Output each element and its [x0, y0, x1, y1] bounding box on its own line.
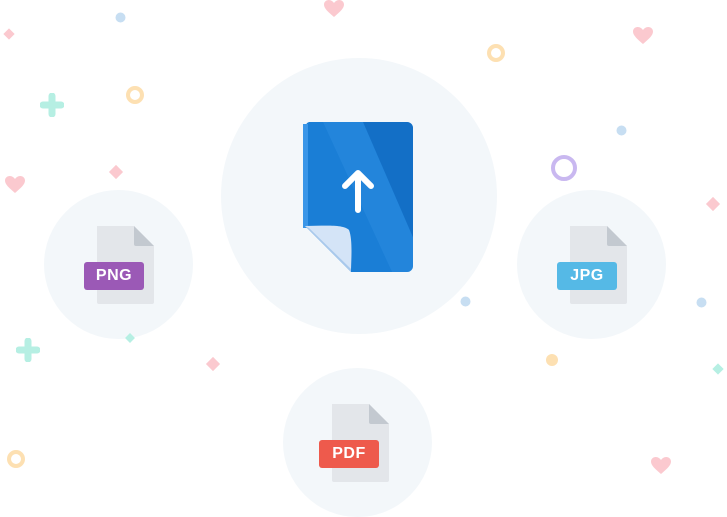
jpg-file-icon: JPG	[557, 224, 649, 308]
diamond-icon	[108, 164, 124, 180]
ring-icon	[6, 449, 26, 469]
diamond-icon	[205, 356, 221, 372]
png-file-icon: PNG	[84, 224, 176, 308]
heart-icon	[651, 457, 671, 475]
png-badge: PNG	[84, 262, 144, 290]
dot-icon	[616, 125, 627, 136]
pdf-badge: PDF	[319, 440, 379, 468]
dot-icon	[115, 12, 126, 23]
ring-icon	[486, 43, 506, 63]
diamond-icon	[2, 27, 16, 41]
jpg-badge: JPG	[557, 262, 617, 290]
diamond-icon	[124, 332, 136, 344]
dot-icon	[696, 297, 707, 308]
plus-icon	[40, 93, 64, 117]
heart-icon	[633, 27, 653, 45]
file-upload-icon	[303, 122, 415, 274]
pdf-file-icon: PDF	[319, 402, 411, 486]
dot-icon	[545, 353, 559, 367]
heart-icon	[324, 0, 344, 18]
ring-icon	[125, 85, 145, 105]
heart-icon	[5, 176, 25, 194]
dot-icon	[460, 296, 471, 307]
diamond-icon	[711, 362, 725, 376]
diamond-icon	[705, 196, 721, 212]
ring-icon	[549, 153, 579, 183]
plus-icon	[16, 338, 40, 362]
